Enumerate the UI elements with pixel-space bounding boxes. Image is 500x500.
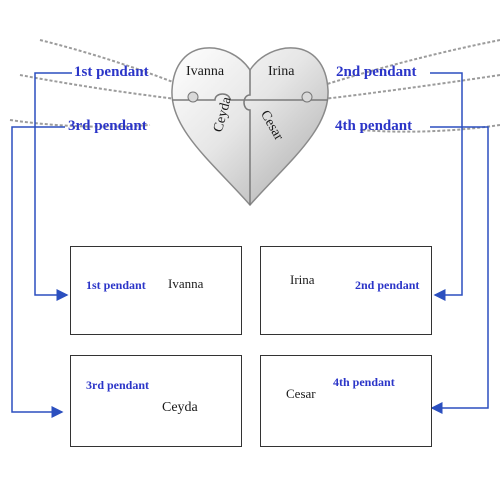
connector-arrows [11, 72, 489, 418]
pendant-box-1 [70, 246, 242, 335]
label-1st-pendant-top: 1st pendant [74, 64, 149, 80]
label-4th-pendant-top: 4th pendant [335, 118, 413, 134]
pendant-box-2 [260, 246, 432, 335]
heart-engraving-irina: Irina [268, 64, 295, 79]
label-1st-pendant-box: 1st pendant [86, 278, 146, 292]
label-2nd-pendant-top: 2nd pendant [336, 64, 417, 80]
piece-engraving-irina: Irina [290, 272, 315, 287]
pendant-box-4 [260, 355, 432, 447]
piece-engraving-ceyda: Ceyda [162, 400, 198, 415]
piece-engraving-ivanna: Ivanna [168, 276, 204, 291]
label-3rd-pendant-box: 3rd pendant [86, 378, 150, 392]
label-2nd-pendant-box: 2nd pendant [355, 278, 420, 292]
pendant-box-3 [70, 355, 242, 447]
label-4th-pendant-box: 4th pendant [333, 375, 395, 389]
piece-engraving-cesar: Cesar [286, 386, 316, 401]
label-3rd-pendant-top: 3rd pendant [68, 118, 147, 134]
heart-pendant [171, 47, 329, 207]
heart-engraving-ivanna: Ivanna [186, 64, 225, 79]
